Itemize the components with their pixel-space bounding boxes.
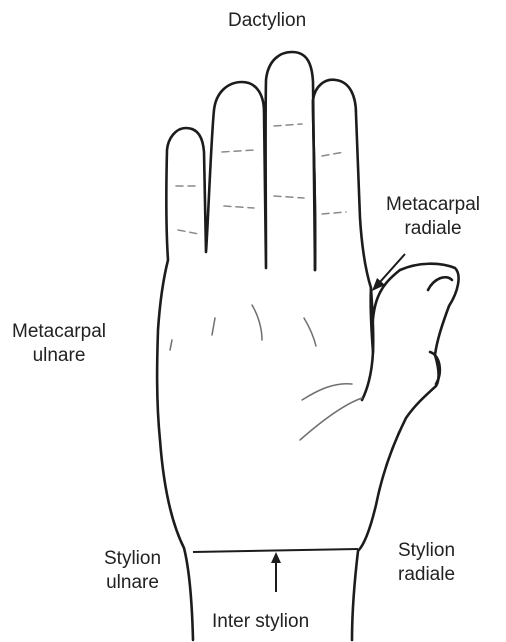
label-stylion-radiale-line2: radiale [398,563,455,587]
palm-line [170,340,172,350]
finger-crease [274,124,302,126]
label-stylion-ulnare: Stylion ulnare [104,547,161,595]
label-metacarpal-ulnare: Metacarpal ulnare [12,320,106,368]
finger-crease [224,206,254,208]
label-metacarpal-ulnare-line1: Metacarpal [12,320,106,344]
label-metacarpal-ulnare-line2: ulnare [12,344,106,368]
label-dactylion: Dactylion [228,9,306,33]
inter-stylion-line [193,549,358,552]
palm-line [300,398,362,440]
label-metacarpal-radiale-line2: radiale [386,217,480,241]
palm-line [212,318,215,335]
finger-crease [222,150,254,152]
label-inter-stylion: Inter stylion [212,610,309,634]
palm-line [302,384,352,400]
palm-line [304,318,316,346]
inter-stylion-arrowhead [271,552,281,563]
label-stylion-ulnare-line1: Stylion [104,547,161,571]
label-metacarpal-radiale-line1: Metacarpal [386,193,480,217]
finger-crease [178,230,199,234]
palm-line [252,305,262,340]
index-inner-edge [313,100,315,270]
label-stylion-radiale: Stylion radiale [398,539,455,587]
label-stylion-radiale-line1: Stylion [398,539,455,563]
finger-crease [322,212,346,214]
label-stylion-ulnare-line2: ulnare [104,571,161,595]
label-metacarpal-radiale: Metacarpal radiale [386,193,480,241]
finger-crease [322,152,344,156]
finger-crease [274,196,304,198]
thumbnail [428,277,452,290]
